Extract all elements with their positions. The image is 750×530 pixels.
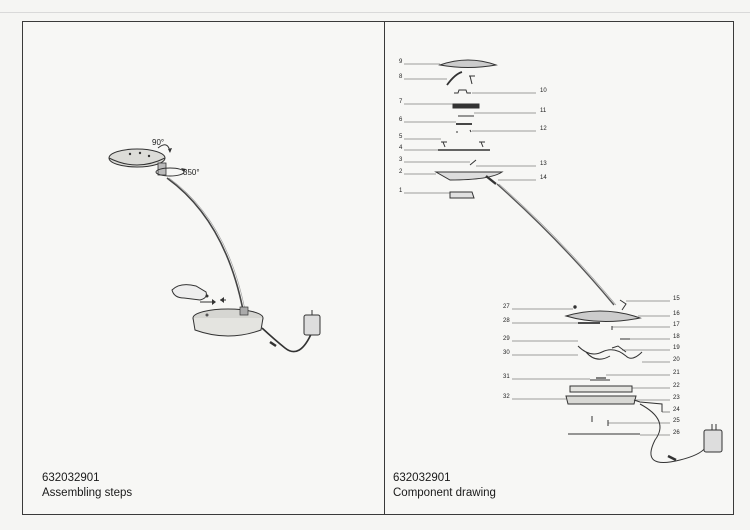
part-number-29: 29 — [503, 336, 510, 342]
part-number-23: 23 — [673, 395, 680, 401]
part-number-5: 5 — [399, 134, 403, 140]
part-number-13: 13 — [540, 161, 547, 167]
panel-divider — [384, 21, 385, 515]
part-number-7: 7 — [399, 99, 403, 105]
rotation-arrows — [155, 144, 186, 177]
part-number-16: 16 — [673, 311, 680, 317]
part-number-11: 11 — [540, 108, 547, 114]
part-number-1: 1 — [399, 188, 403, 194]
assembling-steps-illustration: 90° 350° — [108, 138, 321, 353]
right-caption: 632032901 Component drawing — [393, 471, 496, 501]
part-number-12: 12 — [540, 126, 547, 132]
lamp-arm-drawing — [166, 177, 244, 311]
scan-edge-line — [0, 12, 750, 13]
hand-with-screw-drawing — [171, 284, 226, 305]
part-number-2: 2 — [399, 169, 403, 175]
part-number-8: 8 — [399, 74, 403, 80]
left-panel-title: Assembling steps — [42, 487, 133, 499]
part-number-30: 30 — [503, 350, 510, 356]
part-number-9: 9 — [399, 59, 403, 65]
part-number-18: 18 — [673, 334, 680, 340]
part-number-28: 28 — [503, 318, 510, 324]
part-number-10: 10 — [540, 88, 547, 94]
part-number-19: 19 — [673, 345, 680, 351]
part-number-20: 20 — [673, 357, 680, 363]
part-number-21: 21 — [673, 370, 680, 376]
part-number-3: 3 — [399, 157, 403, 163]
part-number-17: 17 — [673, 322, 680, 328]
part-number-24: 24 — [673, 407, 680, 413]
part-number-31: 31 — [503, 374, 510, 380]
part-number-32: 32 — [503, 394, 510, 400]
part-number-15: 15 — [673, 296, 680, 302]
part-number-25: 25 — [673, 418, 680, 424]
right-panel-title: Component drawing — [393, 487, 496, 499]
part-number-22: 22 — [673, 383, 680, 389]
tilt-angle-label: 90° — [152, 138, 164, 147]
part-number-26: 26 — [673, 430, 680, 436]
part-number-27: 27 — [503, 304, 510, 310]
left-caption: 632032901 Assembling steps — [42, 471, 132, 501]
part-number-14: 14 — [540, 175, 547, 181]
lamp-base-drawing — [192, 306, 264, 337]
part-number-4: 4 — [399, 145, 403, 151]
part-number-6: 6 — [399, 117, 403, 123]
right-model-number: 632032901 — [393, 472, 451, 484]
power-cable-drawing — [261, 310, 321, 353]
rotate-angle-label: 350° — [183, 168, 200, 177]
left-model-number: 632032901 — [42, 472, 100, 484]
lamp-head-drawing — [108, 148, 167, 176]
